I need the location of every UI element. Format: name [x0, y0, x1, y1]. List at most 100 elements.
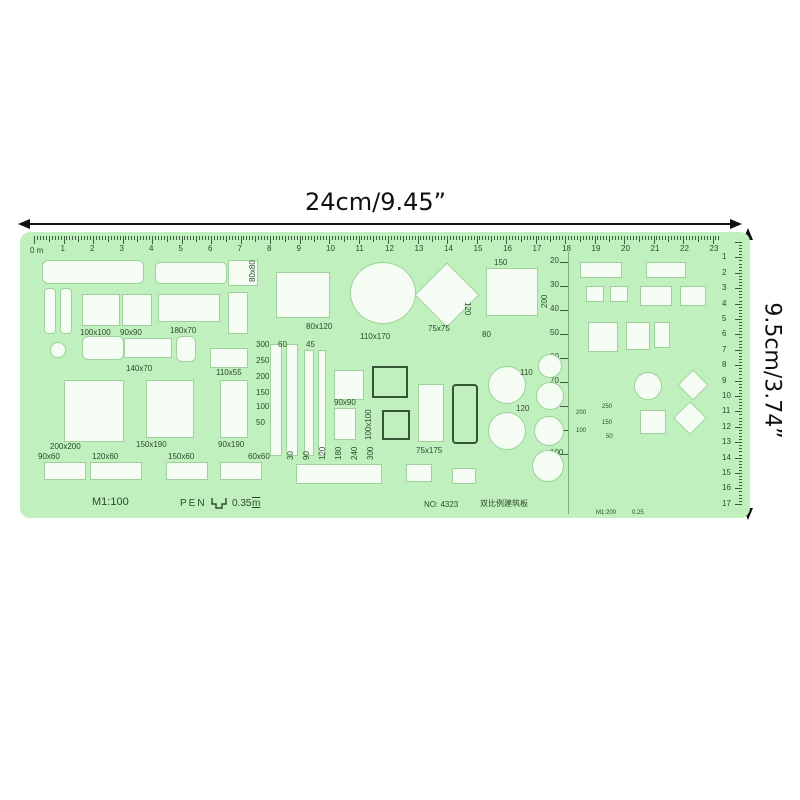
scale-tick: [612, 236, 614, 240]
scale-tick: [739, 368, 742, 370]
scale-tick: [506, 236, 507, 244]
scale-tick: [739, 362, 742, 364]
scale-tick: [735, 442, 742, 444]
scale-tick: [739, 445, 742, 447]
scale-number: 1: [722, 252, 727, 262]
scale-tick: [411, 236, 413, 240]
round-cutout: [536, 382, 564, 410]
scale-tick: [196, 236, 198, 242]
scale-tick: [735, 365, 742, 367]
scale-tick: [157, 236, 159, 240]
oven-cutout: [406, 464, 432, 482]
bathtub-outline: [452, 384, 478, 444]
scale-tick: [739, 466, 742, 468]
scale-tick: [570, 236, 572, 240]
scale-number: 22: [680, 244, 689, 253]
small-rect-cutout: [640, 410, 666, 434]
scale-tick: [187, 236, 189, 240]
scale-tick: [455, 236, 457, 240]
scale-tick: [739, 285, 742, 287]
scale-tick: [621, 236, 623, 240]
scale-tick: [739, 454, 742, 456]
scale-number: 12: [722, 421, 731, 431]
scale-tick: [576, 236, 578, 240]
shower-cutout: [418, 384, 444, 442]
scale-tick: [735, 488, 742, 490]
round-cutout: [534, 416, 564, 446]
scale-number: 11: [722, 406, 731, 416]
scale-tick: [520, 236, 522, 242]
scale-tick: [739, 294, 742, 296]
small-chair-cutout: [586, 286, 604, 302]
scale-tick: [739, 245, 742, 247]
scale-tick: [290, 236, 292, 240]
scale-tick: [181, 236, 183, 244]
scale-tick: [735, 457, 742, 459]
scale-tick: [396, 236, 398, 240]
scale-tick: [314, 236, 316, 242]
scale-tick: [208, 236, 210, 240]
scale-tick: [426, 236, 428, 240]
counter-cutout: [304, 350, 314, 456]
scale-tick: [69, 236, 71, 240]
scale-tick: [683, 236, 684, 244]
scale-tick: [739, 282, 742, 284]
scale-tick: [51, 236, 53, 240]
scale-tick: [267, 236, 269, 240]
scale-tick: [36, 236, 38, 240]
small-dim-label: 100: [576, 428, 587, 434]
scale-number: 5: [178, 244, 183, 253]
scale-number: 8: [267, 244, 272, 253]
scale-tick: [320, 236, 322, 240]
round-cutout: [538, 354, 562, 378]
scale-tick: [414, 236, 416, 240]
scale-tick: [671, 236, 673, 240]
scale-tick: [677, 236, 679, 240]
scale-tick: [172, 236, 174, 240]
scale-tick: [739, 469, 742, 471]
scale-tick: [131, 236, 133, 240]
scale-tick: [688, 236, 690, 240]
scale-tick: [278, 236, 280, 240]
scale-number: 9: [722, 375, 727, 385]
scale-number: 16: [722, 483, 731, 493]
square-outline: [372, 366, 408, 398]
scale-tick: [562, 236, 564, 240]
sofa-cutout: [42, 260, 144, 284]
pen-symbol-icon: [211, 498, 227, 509]
scale-tick: [739, 312, 742, 314]
dim-label: 80x120: [306, 322, 333, 331]
scale-tick: [216, 236, 218, 240]
scale-tick: [137, 236, 139, 242]
scale-tick: [609, 236, 611, 242]
round-cutout: [488, 366, 526, 404]
scale-tick: [219, 236, 221, 240]
small-chair-cutout: [610, 286, 628, 302]
scale-tick: [739, 325, 742, 327]
scale-tick: [98, 236, 100, 240]
dim-label: 200x200: [50, 442, 81, 451]
scale-tick: [382, 236, 384, 240]
scale-tick: [739, 460, 742, 462]
scale-tick: [588, 236, 590, 240]
scale-tick: [352, 236, 354, 240]
section-divider: [568, 252, 569, 514]
scale-tick: [140, 236, 142, 240]
scale-tick: [739, 497, 742, 499]
small-pen-size: 0.25: [632, 510, 644, 516]
dim-label: 150x190: [136, 440, 167, 449]
scale-tick: [739, 346, 742, 348]
scale-tick: [66, 236, 68, 240]
dim-label: 90x60: [38, 452, 60, 461]
scale-tick: [739, 263, 742, 265]
scale-tick: [739, 300, 742, 302]
scale-tick: [739, 463, 742, 465]
scale-tick: [553, 236, 555, 240]
scale-tick: [361, 236, 363, 240]
scale-tick: [739, 417, 742, 419]
scale-tick: [735, 426, 742, 428]
bathtub-cutout: [82, 336, 124, 360]
scale-tick: [532, 236, 534, 240]
scale-tick: [346, 236, 348, 240]
